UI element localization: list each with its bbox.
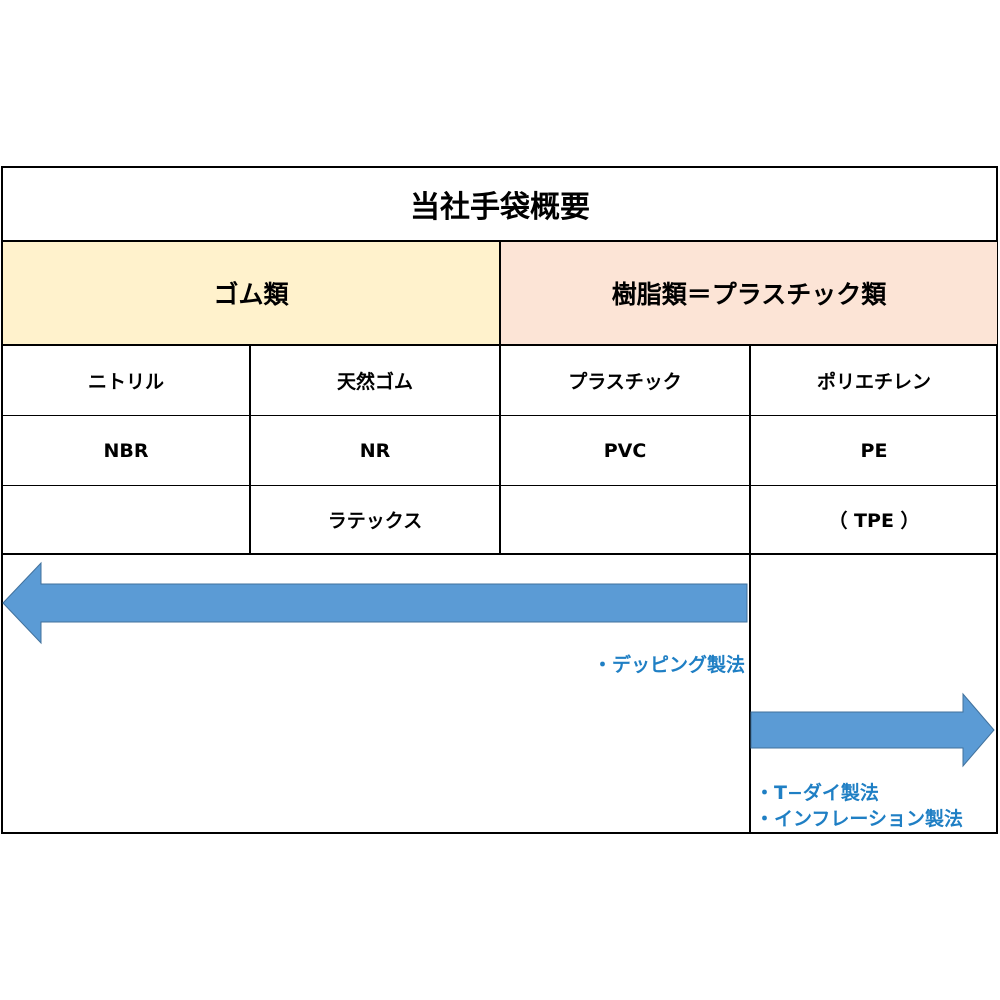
method-t-die: ・T−ダイ製法: [755, 782, 879, 804]
overview-table: [1, 166, 998, 834]
material-code-nr: NR: [359, 439, 391, 462]
material-extra-latex: ラテックス: [327, 510, 423, 532]
method-inflation: ・インフレーション製法: [755, 808, 964, 830]
right-arrow-icon: [750, 692, 995, 768]
material-name-natural-rubber: 天然ゴム: [336, 371, 413, 393]
material-name-polyethylene: ポリエチレン: [816, 371, 931, 393]
category-rubber: ゴム類: [3, 242, 499, 344]
material-extra-tpe: （ TPE ）: [828, 510, 920, 532]
material-code-nbr: NBR: [103, 439, 149, 462]
material-extra-plastic: [501, 486, 749, 553]
method-dipping: ・デッピング製法: [592, 654, 745, 676]
divider: [749, 344, 751, 834]
material-code-pvc: PVC: [603, 439, 647, 462]
material-name-nitrile: ニトリル: [87, 371, 164, 393]
left-arrow-icon: [2, 561, 748, 645]
divider: [249, 344, 251, 555]
material-name-plastic: プラスチック: [568, 371, 682, 393]
category-resin: 樹脂類＝プラスチック類: [501, 242, 997, 344]
material-extra-nitrile: [3, 486, 249, 553]
material-code-pe: PE: [860, 439, 888, 462]
page-title: 当社手袋概要: [410, 190, 590, 225]
divider: [499, 344, 501, 555]
divider: [499, 240, 501, 346]
